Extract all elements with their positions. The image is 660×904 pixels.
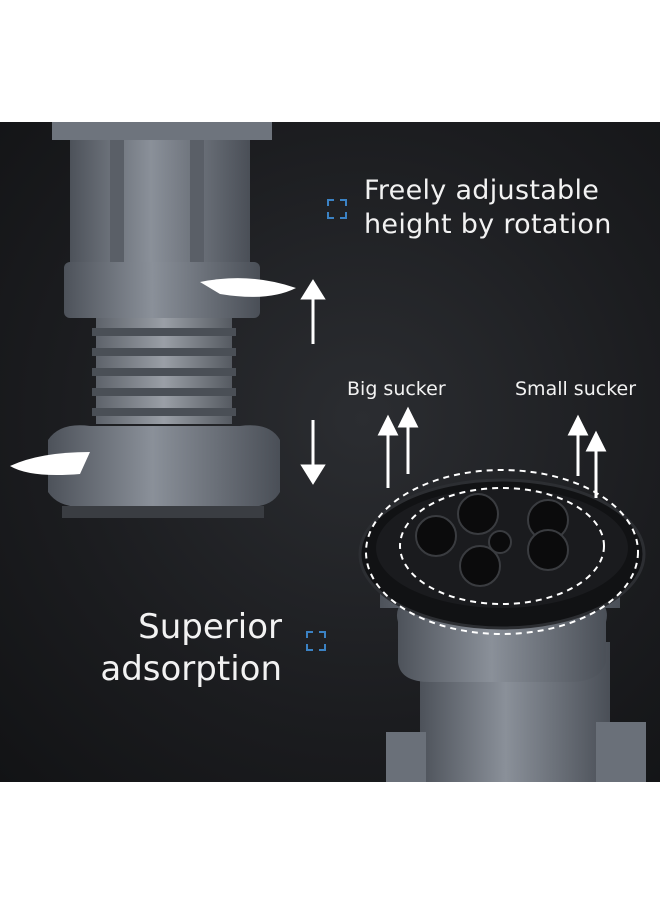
height-caption-line1: Freely adjustable xyxy=(364,175,600,206)
suction-cup-base xyxy=(358,478,646,630)
focus-bracket-icon xyxy=(306,631,326,651)
adsorption-caption-line1: Superior xyxy=(138,607,282,647)
leveling-feet-illustration xyxy=(10,122,646,782)
big-sucker-outline xyxy=(365,469,639,635)
adsorption-caption: Superior adsorption xyxy=(92,606,282,690)
threaded-shaft xyxy=(92,318,236,424)
rotate-arrow-upper-icon xyxy=(200,278,296,297)
height-caption-line2: height by rotation xyxy=(364,209,612,240)
rotate-arrow-lower-icon xyxy=(10,452,90,475)
small-suckers xyxy=(415,493,569,587)
suction-arrows-icon xyxy=(377,406,607,498)
height-caption: Freely adjustable height by rotation xyxy=(364,174,612,242)
small-sucker-outline xyxy=(399,487,605,605)
product-photo-panel: Freely adjustable height by rotation Big… xyxy=(0,122,660,782)
adjustable-foot-left xyxy=(48,122,280,518)
suction-foot-right xyxy=(358,469,646,782)
height-arrows-icon xyxy=(300,279,326,485)
focus-bracket-icon xyxy=(327,199,347,219)
big-sucker-label: Big sucker xyxy=(347,378,446,400)
adsorption-caption-line2: adsorption xyxy=(100,649,282,689)
small-sucker-label: Small sucker xyxy=(515,378,637,400)
